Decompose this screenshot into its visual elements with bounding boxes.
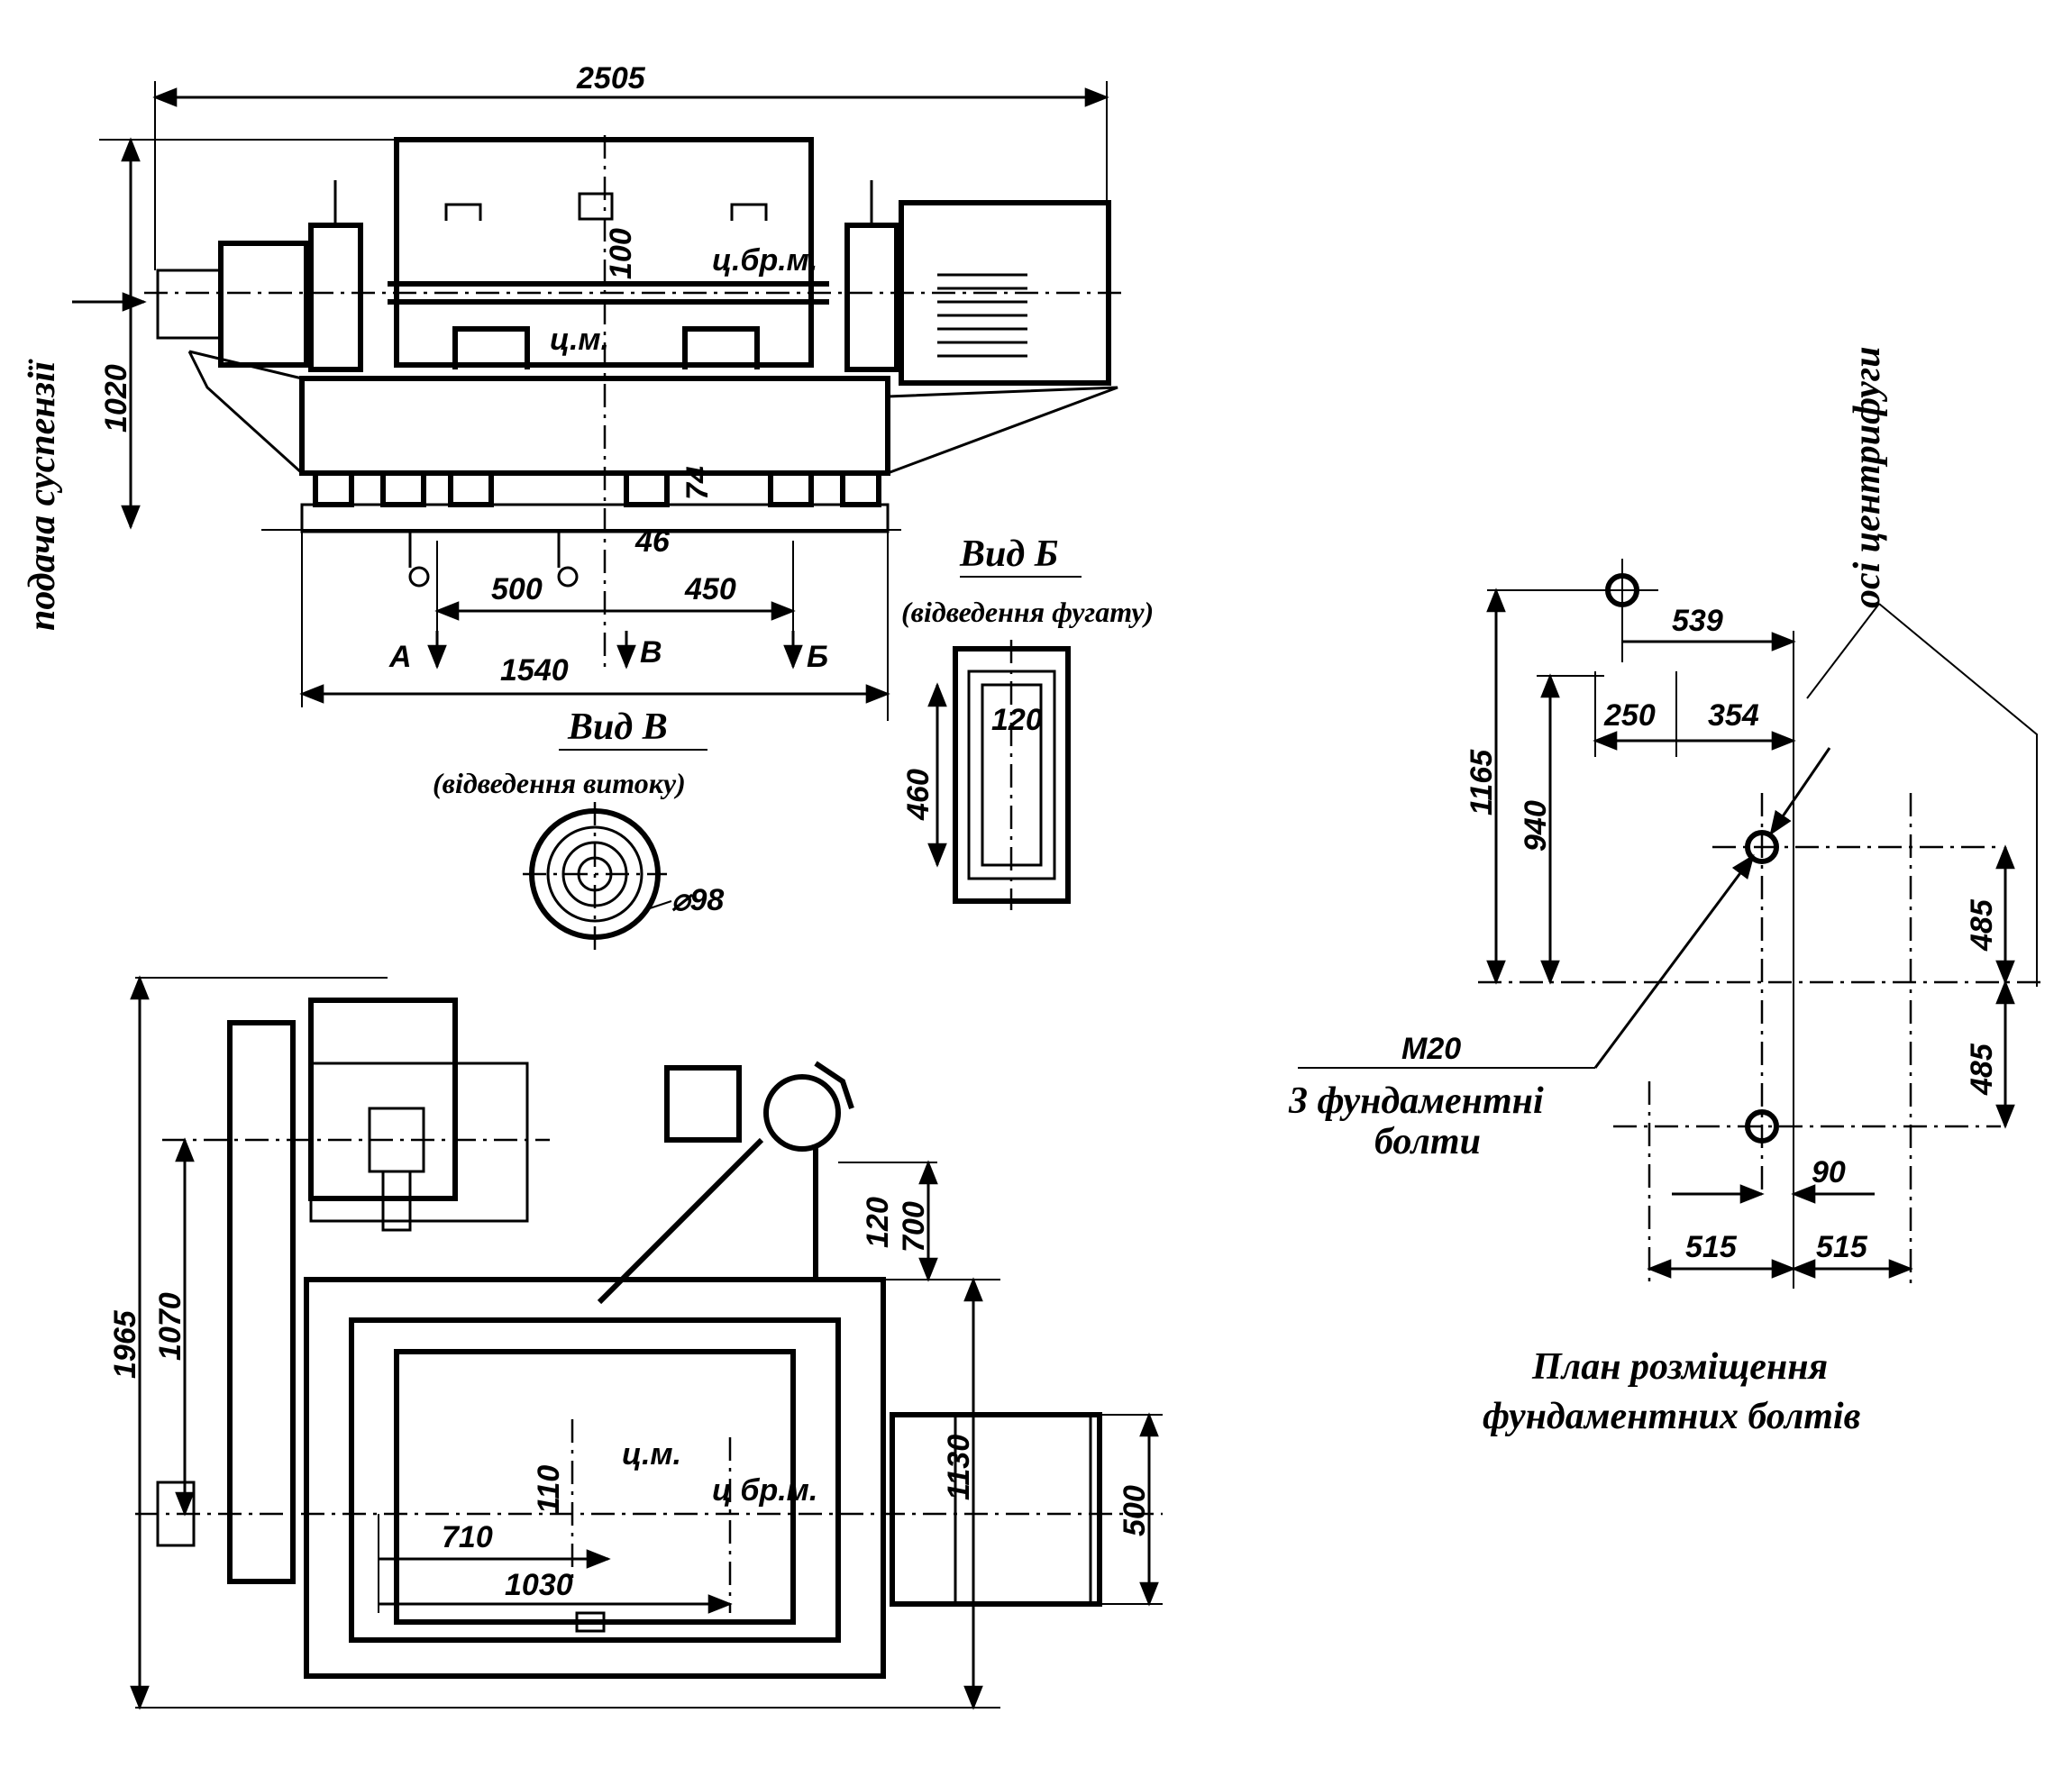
bolt-note-line1: 3 фундаментні [1288,1080,1544,1122]
dim-500: 500 [491,572,543,606]
dim-354: 354 [1708,698,1759,733]
plan-view: 1965 1070 1130 500 [108,975,1163,1710]
base-frame [299,376,890,476]
plan-frame [304,1277,886,1679]
plan-dim-1965: 1965 [108,1309,142,1379]
plan-dim-1130: 1130 [942,1435,976,1500]
dim-450: 450 [684,572,736,606]
dim-539: 539 [1672,604,1723,638]
dim-1020: 1020 [99,364,133,433]
bolt-spec: M20 [1401,1032,1461,1066]
view-b-dim-height: 460 [901,769,936,821]
view-v: Вид В (відведення витоку) ⌀98 [433,706,724,955]
axes-label: осі центрифуги [1847,346,1888,608]
plan-dim-120: 120 [861,1197,895,1248]
plan-dim-110: 110 [532,1465,566,1514]
view-v-dim-diameter: ⌀98 [671,883,724,917]
dim-100: 100 [604,228,638,279]
view-label-b: Б [807,640,828,674]
view-v-subtitle: (відведення витоку) [433,767,686,799]
view-b: Вид Б (відведення фугату) 120 460 [901,533,1154,910]
view-label-v: В [640,635,662,670]
dim-1540: 1540 [500,653,569,688]
side-view: 2505 1020 подача суспензії [22,61,1127,721]
dim-46: 46 [634,524,671,559]
plan-dim-1030: 1030 [505,1568,573,1602]
dim-940: 940 [1519,800,1553,852]
plan-dim-710: 710 [442,1520,493,1554]
dim-485-top: 485 [1965,898,1999,952]
dim-74: 74 [680,466,715,500]
view-v-title: Вид В [567,706,668,748]
view-b-dim-width: 120 [991,703,1043,737]
plan-dim-700: 700 [897,1201,931,1253]
dim-515-right: 515 [1816,1230,1868,1264]
plan-center-rotation: ц бр.м. [712,1473,817,1508]
plan-dim-1070: 1070 [153,1292,187,1361]
dim-515-left: 515 [1685,1230,1738,1264]
dim-90: 90 [1812,1155,1846,1189]
dim-1165: 1165 [1465,749,1499,816]
bolt-plan-caption-line1: План розміщення [1531,1346,1828,1388]
view-label-a: A [388,640,412,674]
view-b-subtitle: (відведення фугату) [901,596,1154,628]
view-b-title: Вид Б [959,533,1058,575]
dim-2505: 2505 [576,61,646,96]
plan-center-mass: ц.м. [622,1437,681,1472]
center-mass-label: ц.м. [550,323,609,357]
dim-250: 250 [1603,698,1656,733]
feed-label: подача суспензії [22,359,63,631]
plan-dim-500: 500 [1118,1485,1152,1536]
dim-485-bottom: 485 [1965,1043,1999,1096]
bolt-note-line2: болти [1374,1121,1481,1162]
center-rotation-label: ц.бр.м. [712,243,817,278]
bolt-plan-caption-line2: фундаментних болтів [1483,1396,1861,1437]
bolt-plan: осі центрифуги 539 250 354 1165 940 [1288,346,2046,1437]
